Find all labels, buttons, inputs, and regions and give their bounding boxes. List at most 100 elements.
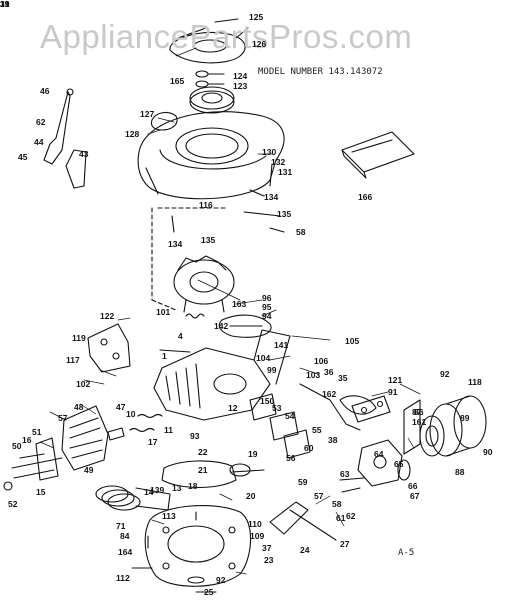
part-number-label: 21 (198, 465, 208, 475)
part-number-label: 91 (388, 387, 398, 397)
ignition-coil-part (218, 314, 272, 338)
part-number-label: 58 (296, 227, 306, 237)
part-number-label: 22 (198, 447, 208, 457)
part-number-label: 163 (232, 299, 247, 309)
part-number-label: 139 (150, 485, 165, 495)
air-cleaner-part (403, 395, 487, 457)
part-number-label: 112 (116, 573, 130, 583)
part-number-label: 134 (264, 192, 279, 202)
part-number-label: 47 (116, 402, 126, 412)
part-number-label: 56 (286, 453, 296, 463)
part-number-label: 99 (267, 365, 277, 375)
part-number-label: 39 (0, 0, 10, 9)
part-number-label: 52 (8, 499, 18, 509)
part-number-label: 19 (248, 449, 258, 459)
part-number-label: 55 (312, 425, 322, 435)
spring-parts (159, 313, 205, 353)
part-number-label: 51 (32, 427, 42, 437)
manual-part (341, 131, 415, 179)
washer-parts (195, 70, 225, 88)
part-number-label: 117 (66, 355, 80, 365)
crankshaft-part (161, 460, 265, 488)
watermark-text: AppliancePartsPros.com (40, 18, 413, 55)
part-number-label: 89 (460, 413, 470, 423)
part-number-label: 44 (34, 137, 44, 147)
muffler-bracket-part (351, 395, 391, 423)
part-number-label: 93 (190, 431, 200, 441)
part-number-label: 164 (118, 547, 133, 557)
part-number-label: 124 (233, 71, 248, 81)
part-number-label: 65 (394, 459, 404, 469)
part-number-label: 16 (22, 435, 32, 445)
governor-link-part (299, 383, 377, 431)
part-number-label: 35 (338, 373, 348, 383)
part-number-label: 23 (264, 555, 274, 565)
part-number-label: 87 (412, 407, 422, 417)
part-number-label: 37 (262, 543, 272, 553)
part-number-label: 113 (162, 511, 176, 521)
part-number-label: 104 (256, 353, 271, 363)
part-number-label: 161 (412, 417, 427, 427)
part-number-label: 95 (262, 302, 272, 312)
part-number-label: 109 (250, 531, 265, 541)
part-number-label: 4 (178, 331, 183, 341)
part-number-label: 24 (300, 545, 310, 555)
bracket-part (87, 323, 131, 373)
part-number-label: 119 (72, 333, 86, 343)
part-number-label: 11 (164, 425, 173, 435)
part-number-label: 14 (144, 487, 154, 497)
part-number-label: 38 (328, 435, 338, 445)
part-number-label: 118 (468, 377, 482, 387)
cylinder-block-part (153, 329, 291, 421)
carburetor-part (339, 439, 411, 493)
part-number-label: 57 (314, 491, 324, 501)
page-reference: A-5 (398, 548, 415, 558)
part-number-label: 123 (233, 81, 248, 91)
part-number-label: 165 (170, 76, 185, 86)
choke-lever-part (43, 88, 87, 189)
screw-parts (171, 189, 285, 233)
part-number-label: 45 (18, 152, 28, 162)
part-number-label: 13 (172, 483, 182, 493)
part-number-label: 142 (214, 321, 229, 331)
part-number-label: 27 (340, 539, 350, 549)
part-number-label: 96 (262, 293, 272, 303)
part-number-label: 58 (332, 499, 342, 509)
part-number-label: 166 (358, 192, 373, 202)
part-number-label: 150 (260, 396, 275, 406)
part-number-label: 64 (374, 449, 384, 459)
part-number-label: 105 (345, 336, 360, 346)
part-number-label: 19 (0, 0, 10, 9)
part-number-label: 92 (216, 575, 226, 585)
part-number-label: 125 (249, 12, 264, 22)
part-number-label: 62 (36, 117, 46, 127)
part-number-label: 48 (74, 402, 84, 412)
cylinder-head-part (61, 405, 109, 471)
part-number-label: 46 (40, 86, 50, 96)
part-number-label: 92 (440, 369, 450, 379)
model-number-label: MODEL NUMBER 143.143072 (258, 67, 383, 77)
bolt-parts (3, 437, 217, 593)
part-number-label: 57 (58, 413, 68, 423)
part-number-label: 1 (162, 351, 167, 361)
part-number-label: 126 (252, 39, 267, 49)
part-number-label: 101 (156, 307, 171, 317)
part-number-label: 135 (277, 209, 292, 219)
part-number-label: 84 (120, 531, 130, 541)
part-number-label: 132 (271, 157, 286, 167)
part-number-label: 66 (408, 481, 418, 491)
part-number-label: 102 (76, 379, 91, 389)
dipstick-tube-part (269, 501, 337, 541)
part-number-label: 71 (116, 521, 126, 531)
part-number-label: 134 (168, 239, 183, 249)
part-number-label: 86 (414, 407, 424, 417)
part-number-label: 131 (278, 167, 293, 177)
starter-cup-part (169, 18, 249, 64)
part-number-label: 25 (204, 587, 214, 597)
part-number-label: 121 (388, 375, 403, 385)
part-number-label: 12 (228, 403, 238, 413)
part-number-label: 50 (12, 441, 22, 451)
part-number-label: 67 (410, 491, 420, 501)
part-number-label: 49 (84, 465, 94, 475)
